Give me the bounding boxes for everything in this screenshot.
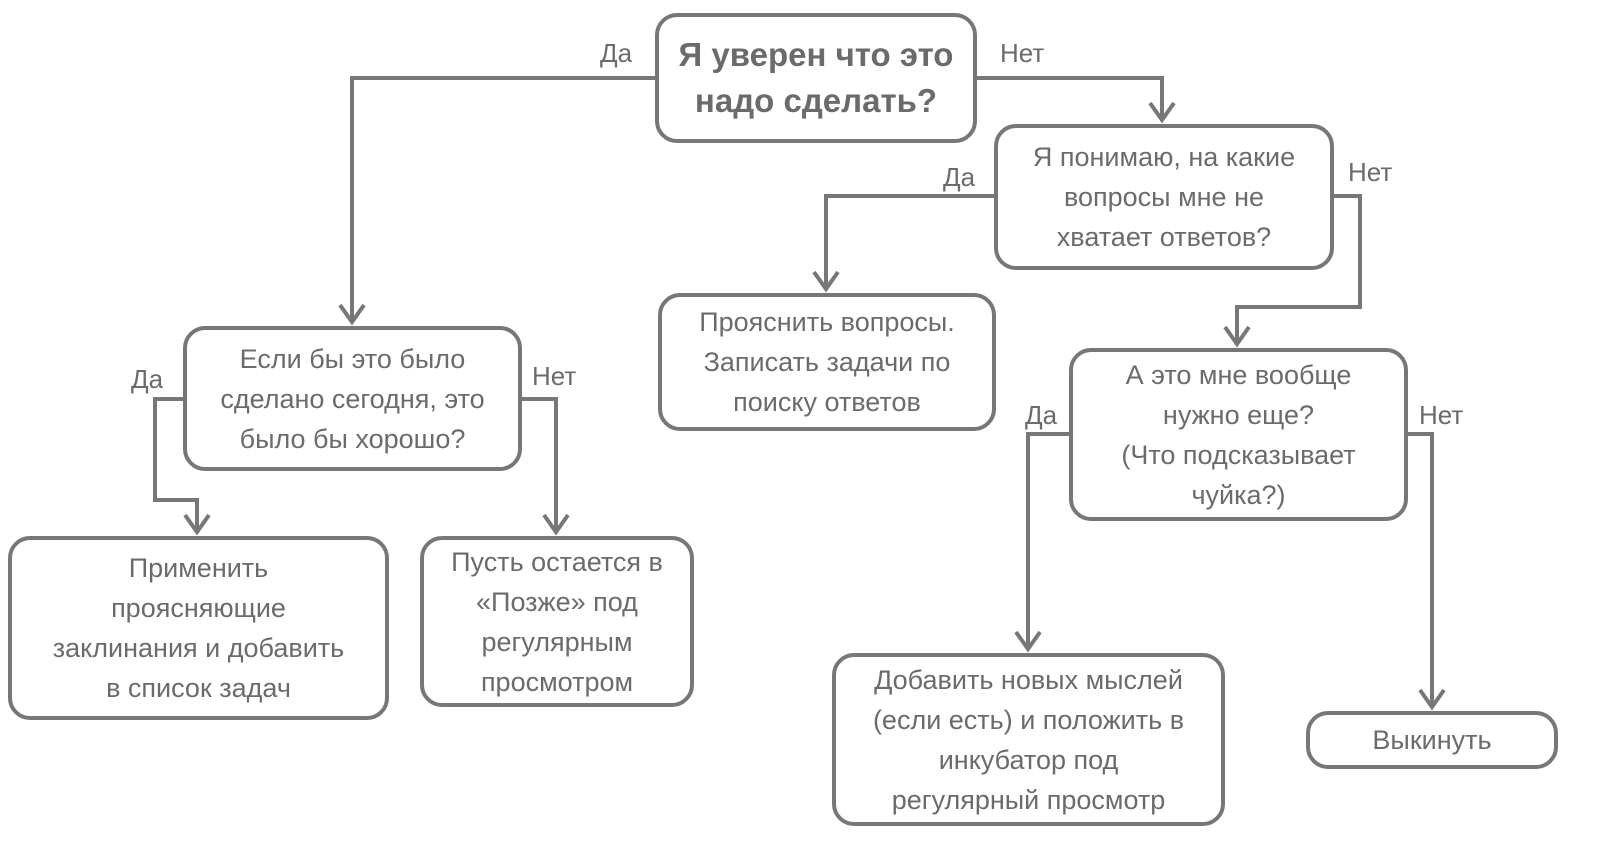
question-sure-to-do: Я уверен что это надо сделать?: [655, 13, 977, 143]
label-yes-root: Да: [600, 38, 633, 68]
label-no-root: Нет: [1000, 38, 1045, 68]
label-no-done-today: Нет: [532, 361, 577, 391]
question-understand-questions: Я понимаю, на какие вопросы мне не хвата…: [994, 124, 1334, 270]
arrowhead: [812, 270, 840, 293]
edge-done-no: [521, 397, 558, 530]
action-apply-spells: Применить проясняющие заклинания и добав…: [8, 536, 389, 720]
arrowhead: [183, 513, 211, 536]
edge-understand-no: [1235, 194, 1362, 342]
edge-root-yes: [350, 76, 658, 320]
action-leave-later: Пусть остается в «Позже» под регулярным …: [420, 536, 694, 707]
arrowhead: [338, 303, 366, 326]
arrowhead: [1418, 688, 1446, 711]
action-clarify-questions: Прояснить вопросы. Записать задачи по по…: [658, 293, 996, 431]
question-need-still: А это мне вообще нужно еще? (Что подсказ…: [1069, 348, 1408, 521]
question-done-today: Если бы это было сделано сегодня, это бы…: [183, 326, 522, 471]
arrowhead: [1223, 325, 1251, 348]
edge-done-yes: [153, 397, 199, 530]
edge-root-no: [977, 76, 1164, 118]
arrowhead: [542, 513, 570, 536]
action-add-thoughts: Добавить новых мыслей (если есть) и поло…: [832, 653, 1225, 826]
edge-need-yes: [1026, 432, 1070, 647]
label-yes-need-still: Да: [1025, 400, 1058, 430]
label-yes-understand: Да: [943, 162, 976, 192]
label-no-need-still: Нет: [1419, 400, 1464, 430]
arrowhead: [1148, 101, 1176, 124]
edge-understand-yes: [824, 194, 996, 287]
edge-need-no: [1406, 432, 1434, 705]
label-no-understand: Нет: [1348, 157, 1393, 187]
action-throw-away: Выкинуть: [1306, 711, 1558, 769]
label-yes-done-today: Да: [131, 364, 164, 394]
arrowhead: [1014, 630, 1042, 653]
